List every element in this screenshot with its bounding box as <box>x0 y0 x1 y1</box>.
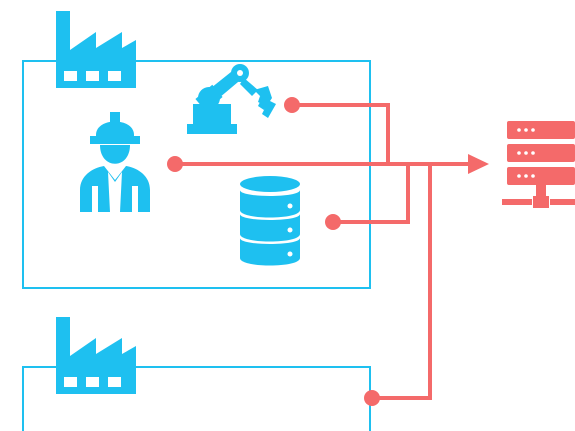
database-connector-dot <box>325 214 341 230</box>
worker-connector-dot <box>167 156 183 172</box>
site2-connector <box>372 164 432 400</box>
factory-site-1-box <box>22 60 371 289</box>
server-icon <box>502 121 575 208</box>
robot-connector-dot <box>284 97 300 113</box>
robot-connector <box>292 103 390 164</box>
arrow-head <box>468 154 489 174</box>
site2-connector-dot <box>364 390 380 406</box>
connectors <box>175 103 470 400</box>
worker-icon <box>80 112 150 212</box>
database-icon <box>240 176 300 266</box>
factory-icon <box>56 11 136 88</box>
factory-icon <box>56 317 136 394</box>
robot-arm-icon <box>187 64 276 134</box>
database-connector <box>333 164 410 224</box>
